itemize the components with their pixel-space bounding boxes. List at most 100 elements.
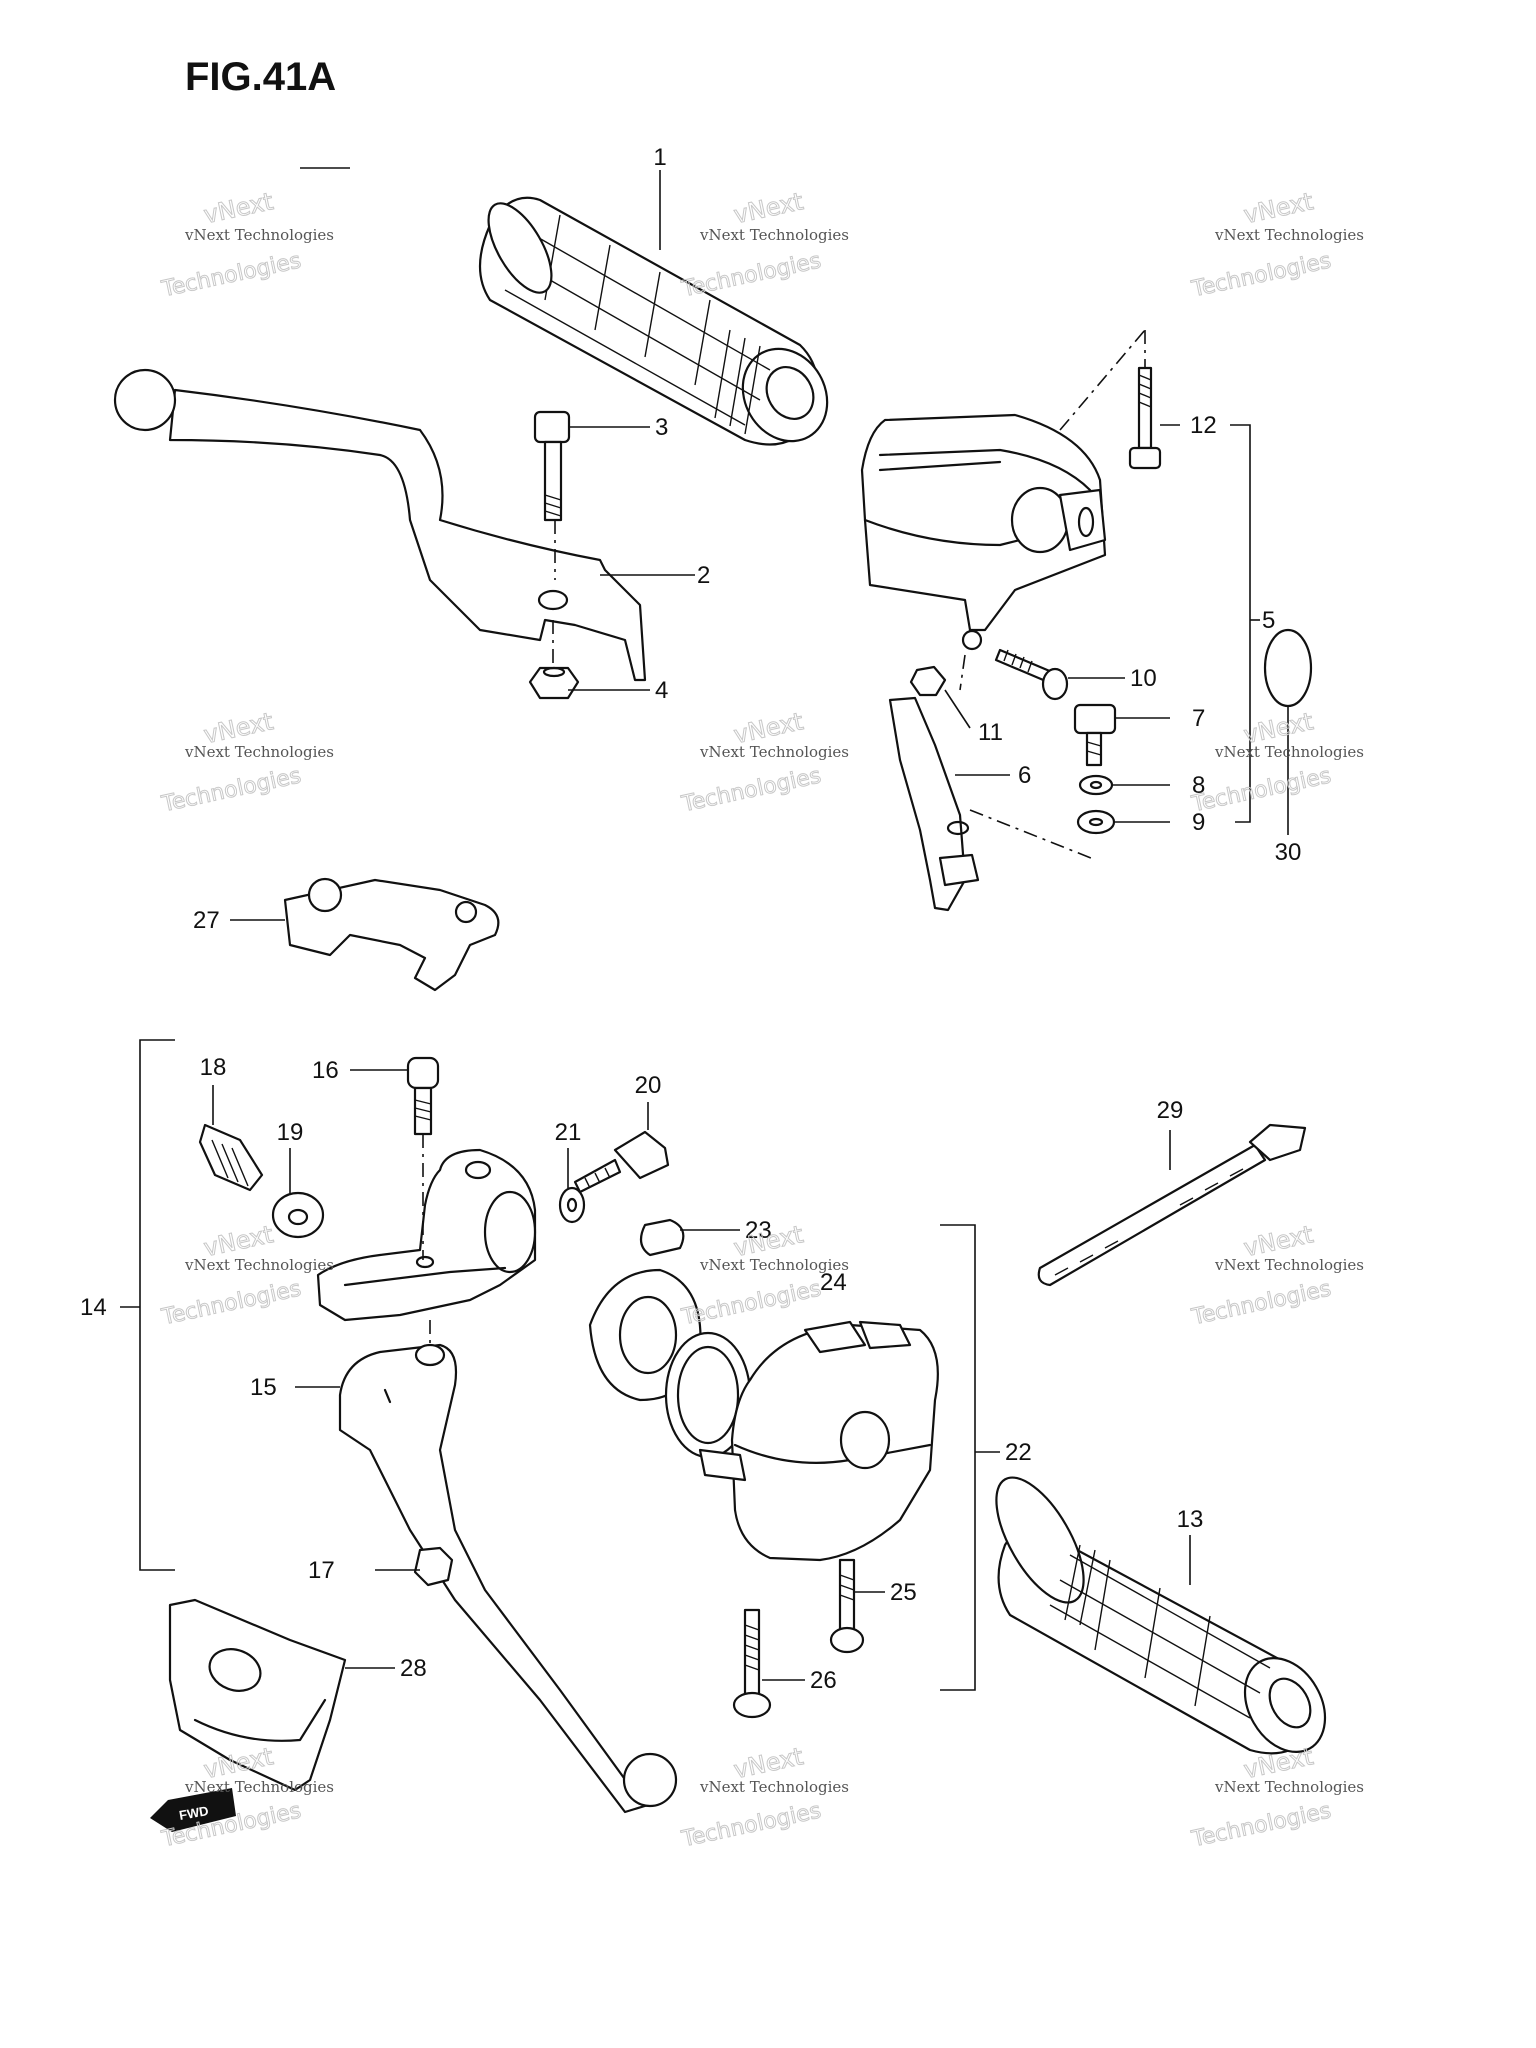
callout-3: 3: [655, 414, 668, 441]
callout-17: 17: [308, 1557, 335, 1584]
callout-2: 2: [697, 562, 710, 589]
part-9-washer: [1076, 809, 1116, 835]
svg-text:vNext Technologies: vNext Technologies: [184, 1778, 334, 1796]
svg-text:vNext Technologies: vNext Technologies: [184, 1256, 334, 1274]
callout-6: 6: [1018, 762, 1031, 789]
svg-text:Technologies: Technologies: [679, 1798, 823, 1852]
svg-text:Technologies: Technologies: [159, 248, 303, 302]
callout-24: 24: [820, 1269, 847, 1296]
part-28-cover: [168, 1598, 347, 1792]
callout-11: 11: [978, 719, 1003, 746]
svg-text:vNext: vNext: [1241, 187, 1315, 229]
watermark-top-left: vNext vNext Technologies Technologies: [158, 187, 334, 303]
watermark-top-right: vNext vNext Technologies Technologies: [1188, 187, 1364, 303]
watermark-mid-right: vNext vNext Technologies Technologies: [1188, 707, 1364, 818]
callout-labels: 1 2 3 4 5 6 7 8 9 10 11 12 13 14 15 16 1…: [80, 144, 1301, 1694]
callout-22: 22: [1005, 1439, 1032, 1466]
callout-10: 10: [1130, 665, 1157, 692]
svg-text:vNext Technologies: vNext Technologies: [699, 1256, 849, 1274]
callout-21: 21: [555, 1119, 582, 1146]
svg-text:Technologies: Technologies: [159, 1276, 303, 1330]
part-13-grip: [995, 1476, 1327, 1755]
forward-arrow-icon: FWD: [150, 1788, 236, 1832]
part-14-clutch-holder: [316, 1148, 537, 1322]
part-4-nut: [528, 666, 580, 700]
callout-9: 9: [1192, 809, 1205, 836]
part-12-screw: [1128, 366, 1162, 470]
watermark-mid-left: vNext vNext Technologies Technologies: [158, 707, 334, 818]
callout-19: 19: [277, 1119, 304, 1146]
part-1-grip: [478, 196, 829, 446]
callout-27: 27: [193, 907, 220, 934]
part-19-locknut: [271, 1191, 325, 1239]
part-20-bolt: [573, 1130, 670, 1194]
part-18-adjuster: [198, 1123, 264, 1192]
part-3-pivot-bolt: [533, 410, 571, 522]
part-21-washer: [558, 1186, 586, 1224]
svg-text:Technologies: Technologies: [159, 763, 303, 817]
callout-7: 7: [1192, 705, 1205, 732]
forward-mark: FWD: [178, 1803, 210, 1823]
svg-text:vNext Technologies: vNext Technologies: [1214, 1778, 1364, 1796]
part-8-washer: [1078, 774, 1114, 796]
svg-text:Technologies: Technologies: [679, 763, 823, 817]
callout-20: 20: [635, 1072, 662, 1099]
watermark-top-center: vNext vNext Technologies Technologies: [678, 187, 849, 303]
part-2-brake-lever: [113, 368, 647, 682]
svg-text:Technologies: Technologies: [1189, 1798, 1333, 1852]
svg-text:vNext Technologies: vNext Technologies: [699, 1778, 849, 1796]
callout-4: 4: [655, 677, 668, 704]
svg-text:vNext: vNext: [201, 187, 275, 229]
svg-text:vNext Technologies: vNext Technologies: [1214, 1256, 1364, 1274]
callout-8: 8: [1192, 772, 1205, 799]
watermark-lower-left: vNext vNext Technologies Technologies: [158, 1220, 334, 1331]
part-27-bracket: [283, 877, 500, 992]
callout-23: 23: [745, 1217, 772, 1244]
callout-1: 1: [653, 144, 666, 171]
watermark-mid-center: vNext vNext Technologies Technologies: [678, 707, 849, 818]
svg-text:vNext Technologies: vNext Technologies: [1214, 743, 1364, 761]
callout-5: 5: [1262, 607, 1275, 634]
svg-text:Technologies: Technologies: [1189, 1276, 1333, 1330]
callout-30: 30: [1275, 839, 1302, 866]
svg-text:vNext: vNext: [731, 187, 805, 229]
part-24-switch-ring: [588, 1268, 752, 1459]
watermark-lower-right: vNext vNext Technologies Technologies: [1188, 1220, 1364, 1331]
figure-title: FIG.41A: [185, 55, 336, 99]
callout-25: 25: [890, 1579, 917, 1606]
callout-16: 16: [312, 1057, 339, 1084]
svg-text:Technologies: Technologies: [1189, 248, 1333, 302]
part-26-screw: [732, 1608, 772, 1719]
part-16-bolt: [406, 1056, 440, 1136]
part-23-clip: [639, 1218, 685, 1257]
part-25-screw: [829, 1558, 865, 1654]
part-15-clutch-lever: [338, 1343, 678, 1814]
callout-28: 28: [400, 1655, 427, 1682]
watermark-bottom-center: vNext vNext Technologies Technologies: [678, 1742, 849, 1853]
svg-text:vNext Technologies: vNext Technologies: [1214, 226, 1364, 244]
part-29-cable-band: [1037, 1123, 1307, 1287]
callout-15: 15: [250, 1374, 277, 1401]
callout-18: 18: [200, 1054, 227, 1081]
callout-14: 14: [80, 1294, 107, 1321]
svg-text:Technologies: Technologies: [1189, 763, 1333, 817]
part-30-o-ring: [1263, 628, 1313, 708]
svg-text:vNext Technologies: vNext Technologies: [699, 226, 849, 244]
part-5-master-cylinder: [860, 413, 1107, 651]
callout-29: 29: [1157, 1097, 1184, 1124]
callout-12: 12: [1190, 412, 1217, 439]
part-7-bolt: [1073, 703, 1117, 767]
callout-13: 13: [1177, 1506, 1204, 1533]
part-10-screw: [994, 648, 1069, 701]
part-22-switch-housing: [698, 1320, 939, 1562]
svg-text:Technologies: Technologies: [679, 248, 823, 302]
svg-text:vNext Technologies: vNext Technologies: [184, 226, 334, 244]
part-6-brake-switch: [888, 696, 980, 912]
part-11-nut: [909, 665, 947, 697]
callout-26: 26: [810, 1667, 837, 1694]
leader-lines: [120, 170, 1289, 1691]
svg-text:vNext Technologies: vNext Technologies: [699, 743, 849, 761]
svg-text:Technologies: Technologies: [679, 1276, 823, 1330]
svg-text:vNext Technologies: vNext Technologies: [184, 743, 334, 761]
